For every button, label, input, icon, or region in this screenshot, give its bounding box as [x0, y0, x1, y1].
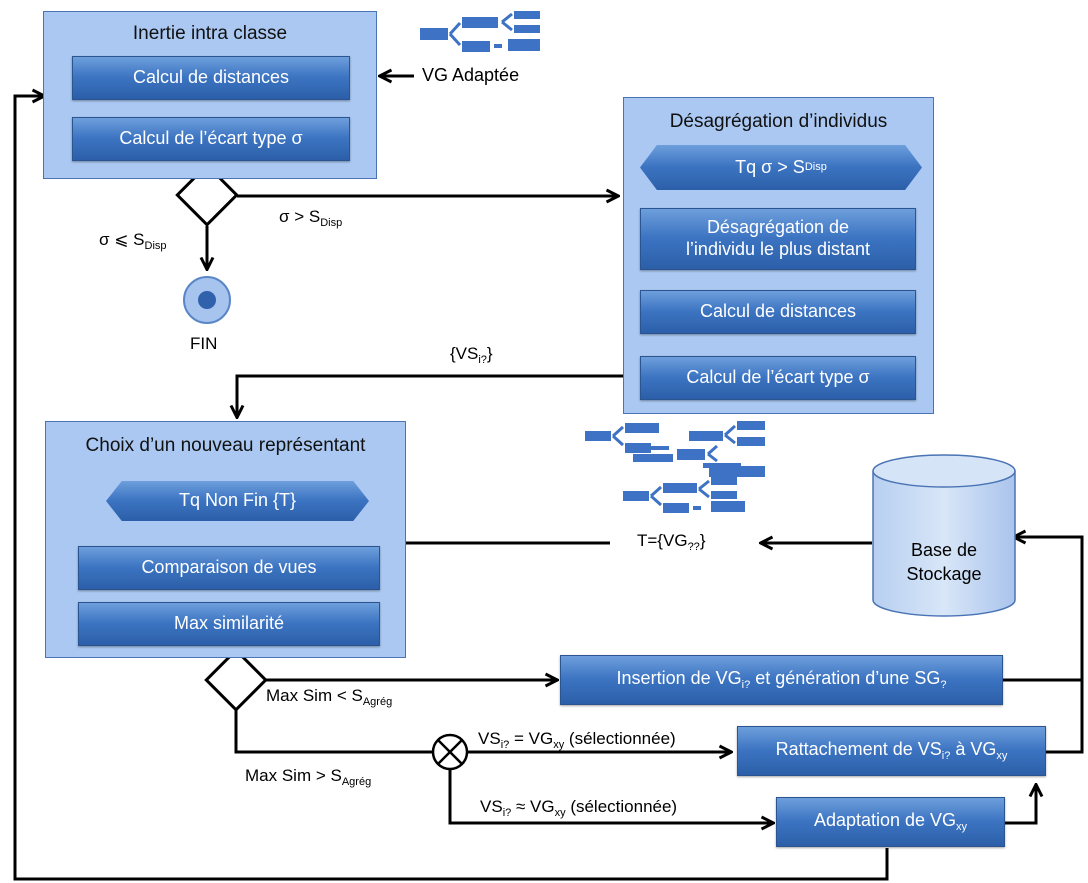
sel-approx-p1: VS [480, 797, 503, 816]
base-stockage-line1: Base de [910, 540, 978, 560]
adaptation-s1: xy [956, 820, 968, 833]
fin-node-inner [198, 291, 216, 309]
desag-calcul-ecart-button[interactable]: Calcul de l’écart type σ [640, 356, 916, 400]
t-set-tree-icons [585, 421, 765, 513]
panel-inertie: Inertie intra classe Calcul de distances… [43, 11, 377, 179]
selection-approx-label: VSi? ≈ VGxy (sélectionnée) [480, 797, 677, 819]
insertion-s2: ? [940, 678, 947, 691]
adaptation-p1: Adaptation de VG [813, 809, 957, 830]
t-set-label: T={VG??} [637, 531, 706, 553]
sel-eq-s1: i? [500, 739, 510, 751]
fin-label: FIN [190, 334, 218, 353]
selection-equal-label: VSi? = VGxy (sélectionnée) [478, 729, 676, 751]
panel-desagregation-title: Désagrégation d’individus [669, 111, 888, 132]
condition-sigma-leq-text: σ ⩽ S [99, 230, 145, 249]
panel-inertie-title: Inertie intra classe [132, 23, 288, 44]
adaptation-vg-button[interactable]: Adaptation de VGxy [776, 797, 1005, 847]
max-similarite-button[interactable]: Max similarité [78, 602, 380, 646]
condition-sigma-gt-sub: Disp [320, 217, 343, 229]
max-sim-lt-text: Max Sim < S [266, 686, 363, 705]
calcul-ecart-type-button[interactable]: Calcul de l’écart type σ [72, 117, 350, 161]
sel-eq-p3: (sélectionnée) [564, 729, 676, 748]
tq-sigma-text: Tq σ > S [735, 156, 805, 177]
base-stockage-label: Base de Stockage [873, 538, 1015, 587]
sel-approx-p2: ≈ VG [511, 797, 555, 816]
comparaison-vues-button[interactable]: Comparaison de vues [78, 546, 380, 590]
t-set-suffix: } [699, 531, 706, 550]
condition-sigma-leq-sub: Disp [144, 240, 167, 252]
vs-set-suffix: } [486, 344, 493, 363]
merge-otimes [431, 733, 469, 771]
vg-adaptee-label: VG Adaptée [422, 65, 520, 85]
rattachement-s2: xy [996, 749, 1008, 762]
panel-choix-title: Choix d’un nouveau représentant [85, 435, 366, 456]
desagregation-line1: Désagrégation de [706, 217, 850, 238]
vg-adaptee-tree-icon [420, 11, 540, 52]
calcul-distances-button[interactable]: Calcul de distances [72, 56, 350, 100]
t-set-prefix: T={VG [637, 531, 688, 550]
condition-sigma-gt: σ > SDisp [279, 207, 342, 229]
rattachement-p1: Rattachement de VS [775, 738, 942, 759]
desag-calcul-distances-button[interactable]: Calcul de distances [640, 290, 916, 334]
desagregation-individu-button[interactable]: Désagrégation de l’individu le plus dist… [640, 208, 916, 270]
vs-set-prefix: {VS [450, 344, 479, 363]
max-sim-lt-sub: Agrég [362, 696, 393, 708]
vs-set-label: {VSi?} [450, 344, 493, 366]
decision-sigma [175, 163, 239, 227]
max-sim-gt-label: Max Sim > SAgrég [245, 766, 371, 788]
t-set-sub: ?? [687, 541, 700, 553]
sel-approx-p3: (sélectionnée) [565, 797, 678, 816]
sel-eq-p2: = VG [509, 729, 554, 748]
sel-eq-p1: VS [478, 729, 501, 748]
decision-max-sim [204, 648, 268, 712]
tq-non-fin-loop[interactable]: Tq Non Fin {T} [106, 481, 369, 521]
max-sim-lt-label: Max Sim < SAgrég [266, 686, 392, 708]
desagregation-line2: l’individu le plus distant [685, 239, 871, 259]
sel-eq-s2: xy [553, 739, 565, 751]
insertion-p2: et génération d’une SG [750, 667, 941, 688]
condition-sigma-leq: σ ⩽ SDisp [99, 230, 167, 252]
insertion-vg-button[interactable]: Insertion de VGi? et génération d’une SG… [560, 655, 1003, 705]
tq-sigma-sub: Disp [804, 160, 827, 173]
max-sim-gt-text: Max Sim > S [245, 766, 342, 785]
base-stockage-line2: Stockage [906, 564, 982, 585]
sel-approx-s2: xy [554, 807, 566, 819]
rattachement-s1: i? [941, 749, 951, 762]
rattachement-button[interactable]: Rattachement de VSi? à VGxy [737, 726, 1046, 776]
insertion-s1: i? [741, 678, 751, 691]
max-sim-gt-sub: Agrég [341, 776, 372, 788]
rattachement-p2: à VG [950, 738, 997, 759]
panel-choix: Choix d’un nouveau représentant Tq Non F… [45, 421, 406, 658]
vs-set-sub: i? [478, 354, 487, 366]
condition-sigma-gt-text: σ > S [279, 207, 321, 226]
storage-cylinder [872, 454, 1016, 617]
insertion-p1: Insertion de VG [616, 667, 742, 688]
sel-approx-s1: i? [502, 807, 512, 819]
